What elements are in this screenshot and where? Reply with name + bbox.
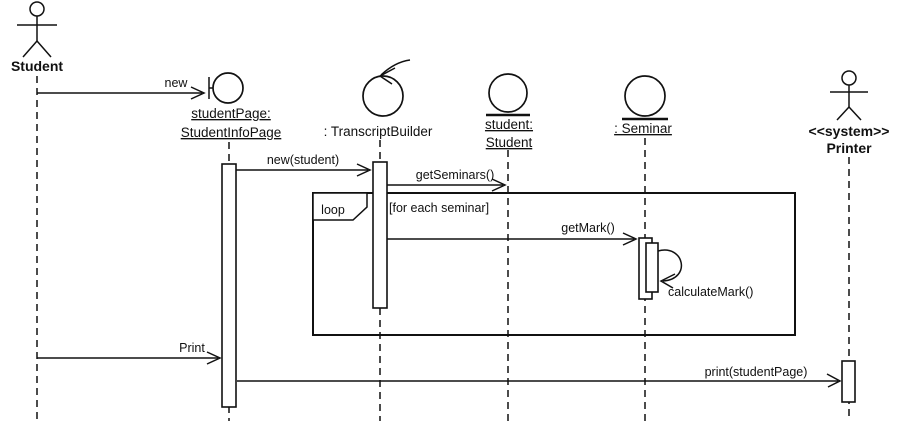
activation-student-page bbox=[221, 163, 237, 408]
message-get-seminars: getSeminars() bbox=[387, 168, 507, 192]
student-object-label-line1: student: bbox=[485, 117, 533, 132]
message-new-student-label: new(student) bbox=[267, 153, 339, 167]
message-print-arrowhead bbox=[206, 351, 222, 365]
loop-operator-pentagon bbox=[312, 192, 368, 221]
message-get-mark-label: getMark() bbox=[561, 221, 614, 235]
message-calculate-mark: calculateMark() bbox=[657, 249, 753, 299]
message-print-student-page-label: print(studentPage) bbox=[705, 365, 808, 379]
activation-seminar-nested bbox=[645, 242, 659, 293]
printer-actor-icon bbox=[830, 70, 868, 121]
loop-fragment-border bbox=[312, 192, 796, 336]
boundary-icon bbox=[208, 72, 244, 104]
loop-operator-label: loop bbox=[321, 203, 345, 217]
seminar-object: : Seminar bbox=[614, 75, 672, 136]
message-print: Print bbox=[37, 341, 222, 365]
printer-actor-label: Printer bbox=[826, 140, 872, 156]
student-page-label-line2: StudentInfoPage bbox=[181, 125, 282, 140]
seminar-object-label: : Seminar bbox=[614, 121, 672, 136]
message-new-arrowhead bbox=[190, 86, 206, 100]
message-get-mark: getMark() bbox=[387, 221, 638, 246]
loop-guard-label: [for each seminar] bbox=[389, 201, 489, 215]
message-new-label: new bbox=[165, 76, 189, 90]
activation-printer bbox=[841, 360, 856, 403]
printer-stereotype-label: <<system>> bbox=[809, 123, 890, 139]
message-new: new bbox=[37, 76, 206, 100]
message-calculate-mark-arrowhead bbox=[659, 273, 676, 289]
message-print-label: Print bbox=[179, 341, 205, 355]
transcript-builder-label: : TranscriptBuilder bbox=[324, 124, 433, 139]
student-actor-label: Student bbox=[11, 58, 63, 74]
loop-fragment: loop [for each seminar] bbox=[312, 192, 796, 336]
student-page-label-line1: studentPage: bbox=[191, 106, 271, 121]
entity-icon-student bbox=[486, 73, 530, 117]
student-actor: Student bbox=[11, 1, 63, 74]
message-get-seminars-arrowhead bbox=[491, 178, 507, 192]
message-calculate-mark-arc bbox=[657, 249, 683, 282]
message-print-student-page-arrowhead bbox=[826, 373, 842, 388]
printer-actor: <<system>> Printer bbox=[809, 70, 890, 156]
student-object-label-line2: Student bbox=[486, 135, 533, 150]
control-icon bbox=[362, 59, 411, 117]
transcript-builder-object: : TranscriptBuilder bbox=[324, 59, 433, 139]
message-get-seminars-label: getSeminars() bbox=[416, 168, 495, 182]
student-page-object: studentPage: StudentInfoPage bbox=[181, 72, 282, 140]
message-new-student: new(student) bbox=[236, 153, 372, 177]
message-get-mark-arrowhead bbox=[622, 232, 638, 246]
activation-transcript-builder bbox=[372, 161, 388, 309]
message-print-student-page: print(studentPage) bbox=[237, 365, 842, 388]
student-actor-icon bbox=[17, 1, 57, 58]
message-calculate-mark-label: calculateMark() bbox=[668, 285, 753, 299]
entity-icon-seminar bbox=[622, 75, 668, 121]
message-new-student-arrowhead bbox=[356, 163, 372, 177]
student-entity-object: student: Student bbox=[485, 73, 533, 150]
